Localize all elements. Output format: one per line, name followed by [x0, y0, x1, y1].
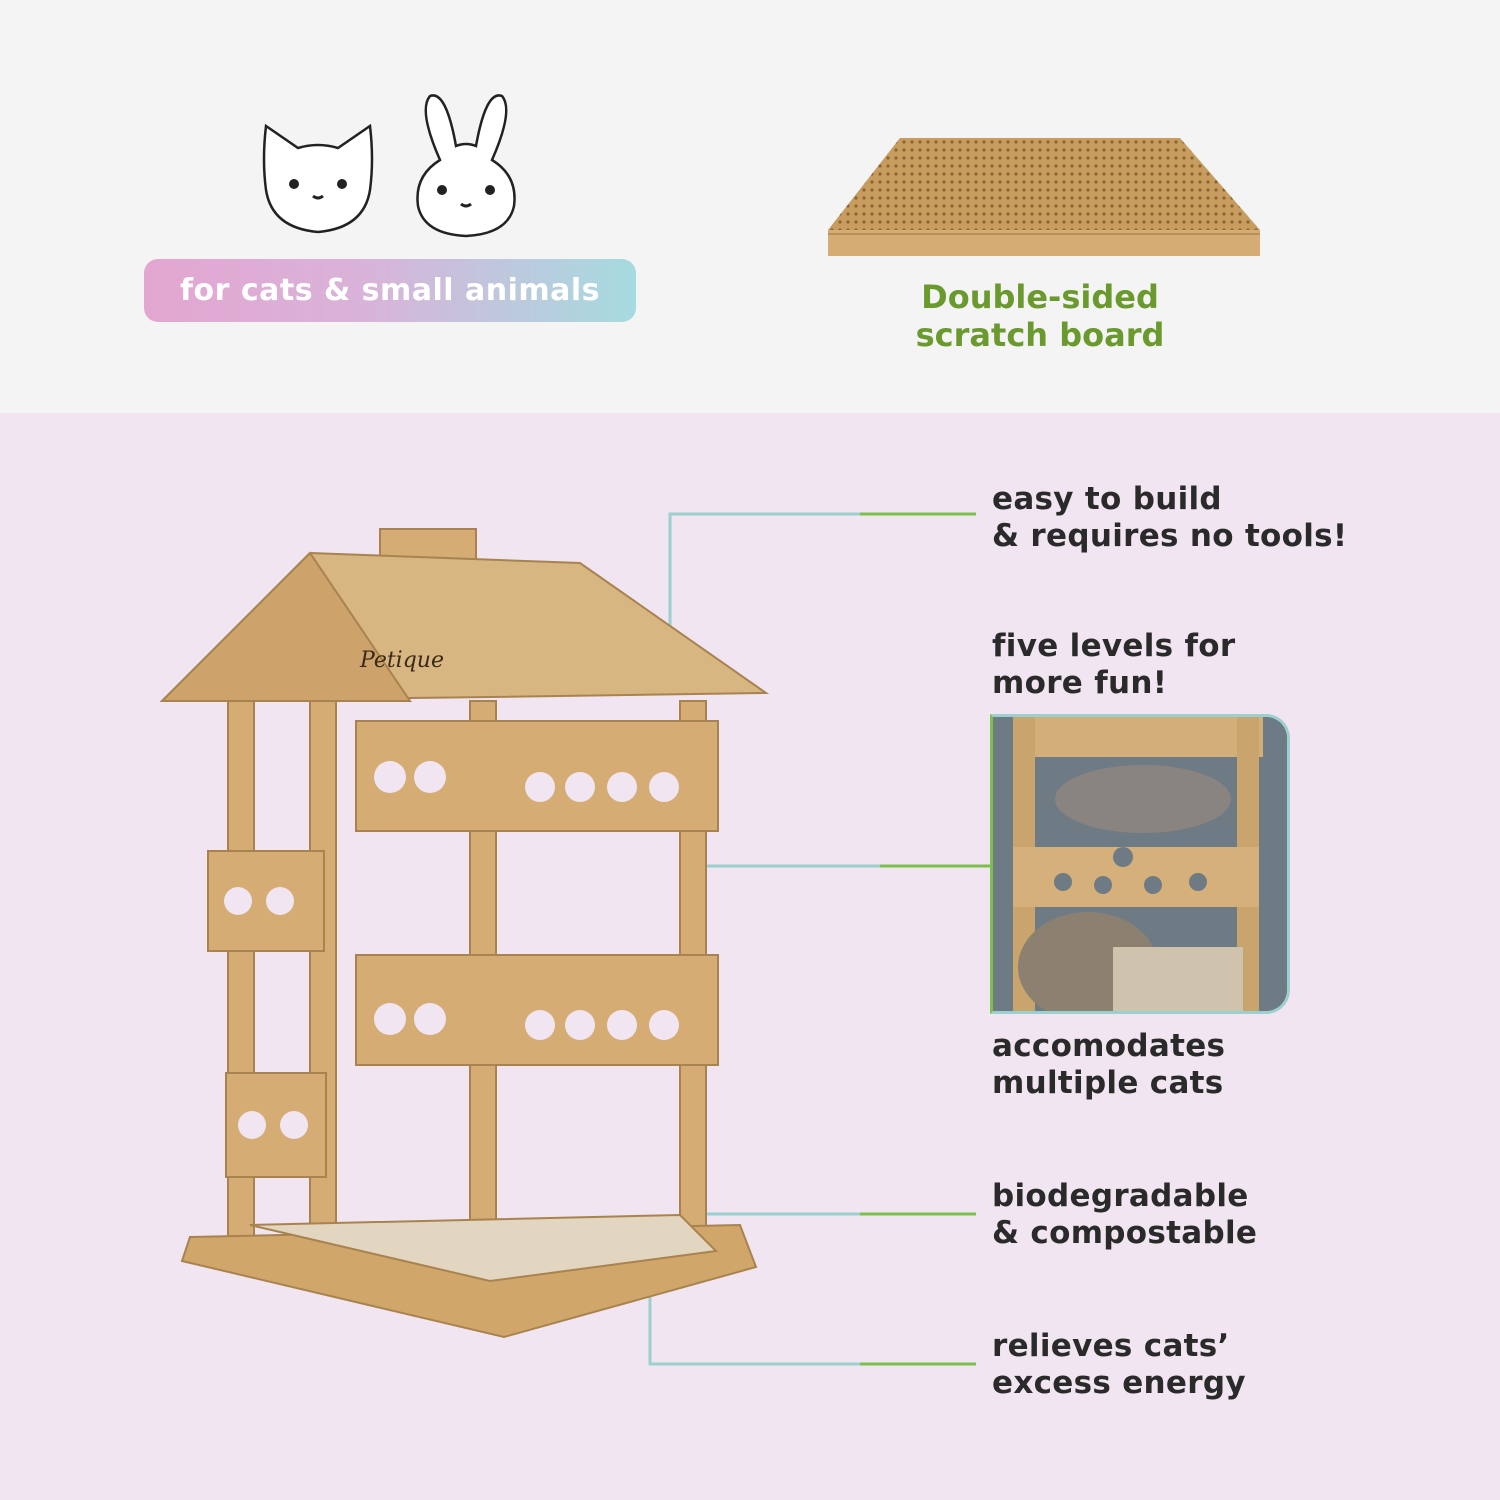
scratch-board-line1: Double-sided	[921, 278, 1159, 316]
rabbit-face-icon	[416, 94, 516, 238]
feature-line: & requires no tools!	[992, 518, 1348, 554]
feature-line: accomodates	[992, 1028, 1226, 1064]
scratch-board-image	[828, 138, 1260, 256]
scratch-board-caption: Double-sided scratch board	[880, 278, 1200, 354]
animals-badge: for cats & small animals	[144, 259, 636, 322]
feature-biodegradable: biodegradable & compostable	[992, 1178, 1257, 1252]
feature-line: more fun!	[992, 665, 1168, 701]
feature-easy-build: easy to build & requires no tools!	[992, 481, 1347, 555]
feature-line: relieves cats’	[992, 1328, 1230, 1364]
feature-five-levels: five levels for more fun!	[992, 628, 1235, 702]
feature-line: easy to build	[992, 481, 1222, 517]
brand-mark: Petique	[359, 648, 444, 673]
feature-excess-energy: relieves cats’ excess energy	[992, 1328, 1246, 1402]
feature-line: five levels for	[992, 628, 1236, 664]
feature-line: biodegradable	[992, 1178, 1249, 1214]
cat-face-icon	[262, 123, 374, 234]
feature-line: multiple cats	[992, 1065, 1224, 1101]
feature-line: & compostable	[992, 1215, 1258, 1251]
feature-line: excess energy	[992, 1365, 1246, 1401]
cat-house-image: Petique	[160, 528, 770, 1339]
cats-photo	[990, 714, 1290, 1014]
top-panel	[0, 0, 1500, 413]
scratch-board-line2: scratch board	[915, 316, 1165, 354]
feature-multiple-cats: accomodates multiple cats	[992, 1028, 1225, 1102]
